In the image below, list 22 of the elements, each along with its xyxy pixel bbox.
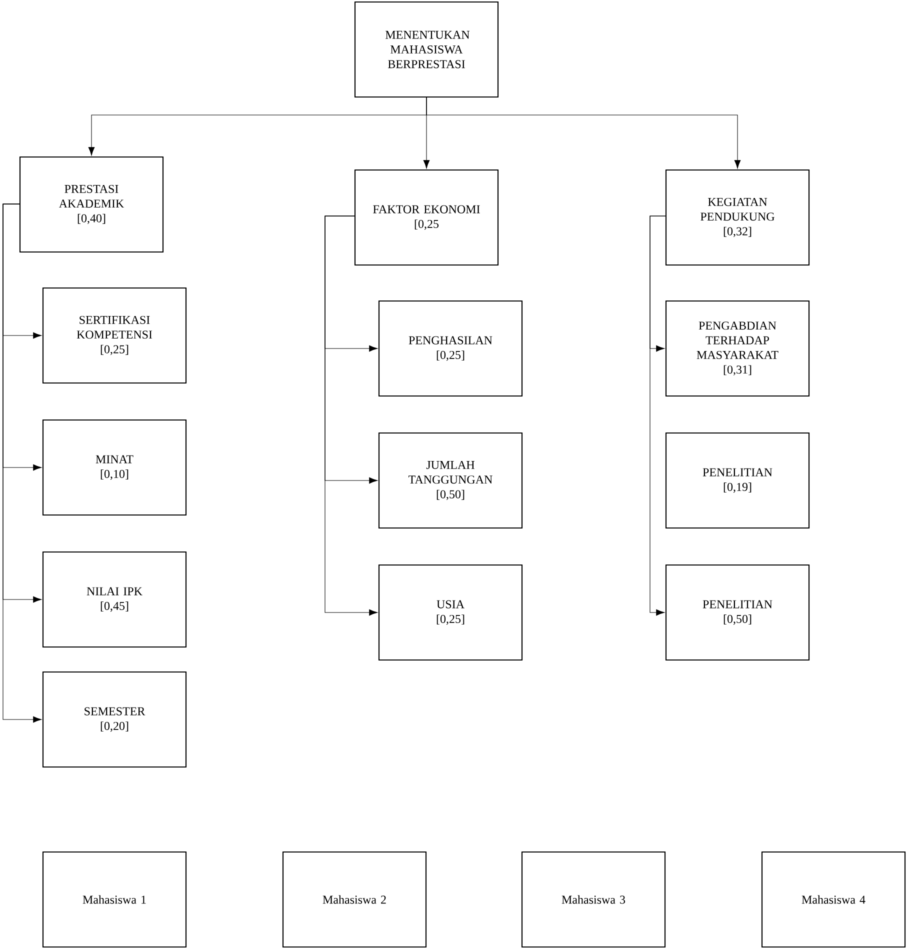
box: PRESTASI AKADEMIK [0,40] <box>19 156 164 253</box>
arrow <box>2 204 42 723</box>
box: KEGIATAN PENDUKUNG [0,32] <box>665 169 810 266</box>
box: PENELITIAN [0,50] <box>665 564 810 661</box>
box: MINAT [0,10] <box>42 419 187 516</box>
box: FAKTOR EKONOMI [0,25 <box>354 169 499 266</box>
box: SEMESTER [0,20] <box>42 671 187 768</box>
box: Mahasiswa 1 <box>42 851 187 948</box>
box: PENELITIAN [0,19] <box>665 432 810 529</box>
box: Mahasiswa 3 <box>521 851 666 948</box>
arrow <box>324 216 378 616</box>
box: JUMLAH TANGGUNGAN [0,50] <box>378 432 523 529</box>
box: MENENTUKAN MAHASISWA BERPRESTASI <box>354 1 499 98</box>
arrow <box>650 216 666 616</box>
box: Mahasiswa 4 <box>761 851 906 948</box>
box: PENGABDIAN TERHADAP MASYARAKAT [0,31] <box>665 300 810 397</box>
arrow <box>426 97 741 169</box>
box: SERTIFIKASI KOMPETENSI [0,25] <box>42 287 187 384</box>
box: Mahasiswa 2 <box>282 851 427 948</box>
box: PENGHASILAN [0,25] <box>378 300 523 397</box>
box: NILAI IPK [0,45] <box>42 551 187 648</box>
box: USIA [0,25] <box>378 564 523 661</box>
